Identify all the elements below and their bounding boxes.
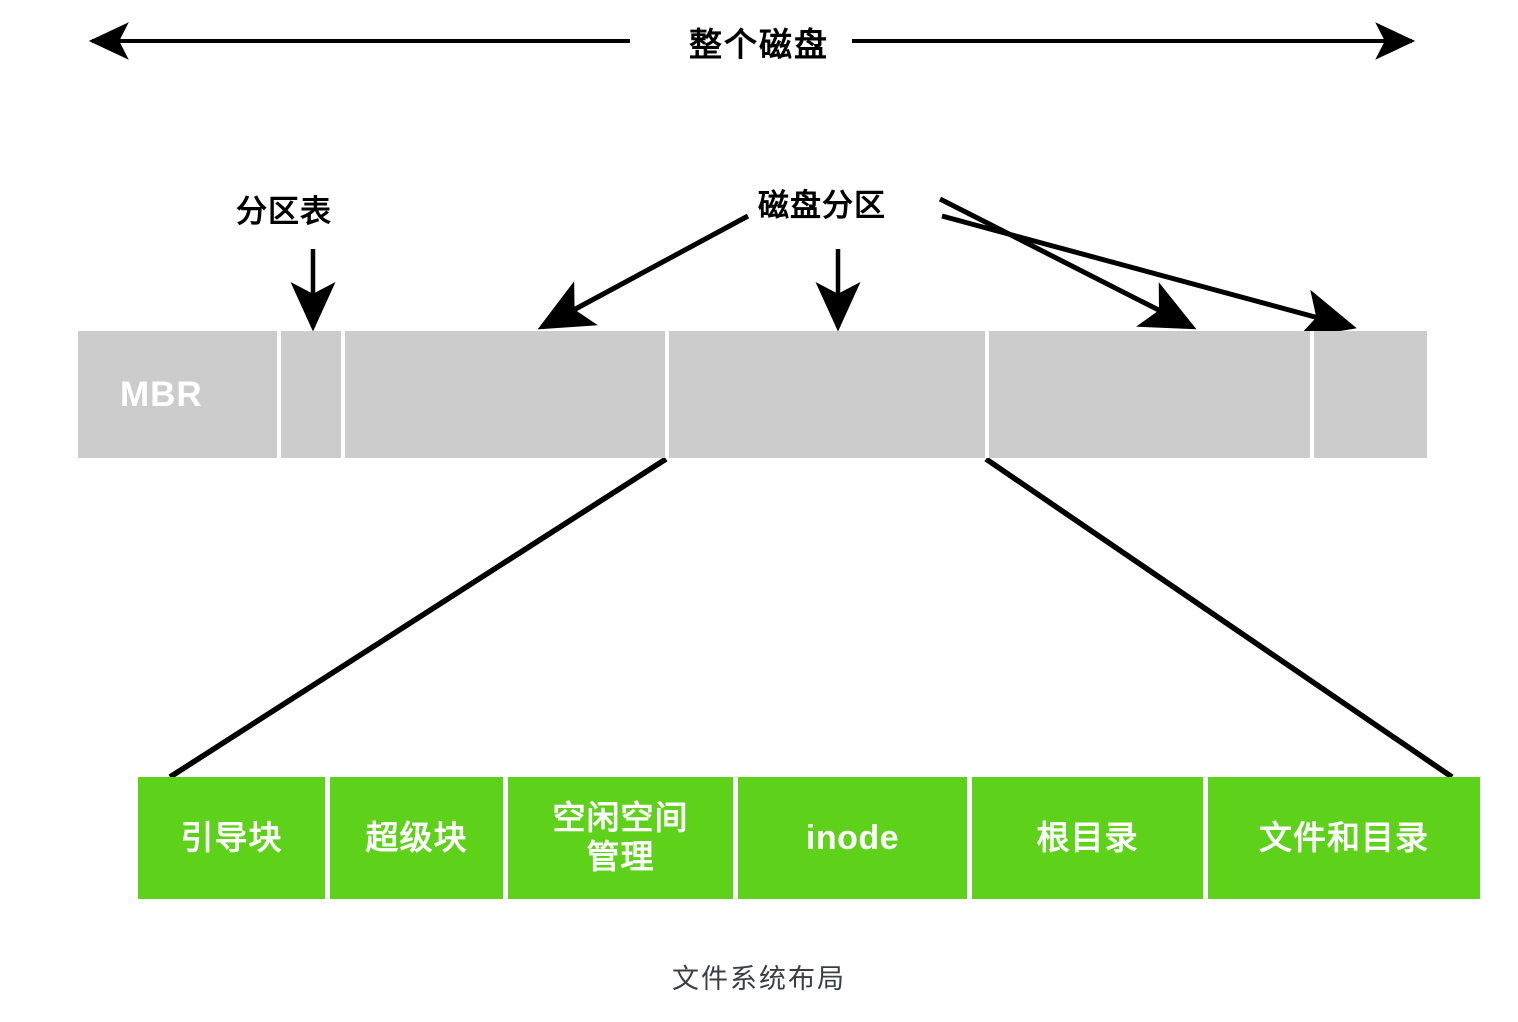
filesystem-bar: 引导块 超级块 空闲空间 管理 inode 根目录 文件和目录 xyxy=(138,777,1480,899)
disk-segment-mbr-label: MBR xyxy=(120,374,203,414)
disk-partition-label: 磁盘分区 xyxy=(758,188,886,223)
fs-segment-free-space-line2: 管理 xyxy=(586,838,655,875)
whole-disk-label: 整个磁盘 xyxy=(689,26,829,63)
disk-segment-partition-1[interactable] xyxy=(341,331,665,458)
disk-segment-partition-4[interactable] xyxy=(1310,331,1427,458)
disk-segment-partition-3[interactable] xyxy=(985,331,1310,458)
fs-segment-boot-block[interactable]: 引导块 xyxy=(138,777,325,899)
disk-segment-partition-table[interactable] xyxy=(277,331,341,458)
fs-segment-files-and-directories[interactable]: 文件和目录 xyxy=(1203,777,1480,899)
disk-segment-partition-2[interactable] xyxy=(665,331,985,458)
expansion-lines xyxy=(168,456,1454,780)
fs-segment-root-directory[interactable]: 根目录 xyxy=(967,777,1203,899)
partition-table-label: 分区表 xyxy=(236,194,332,229)
fs-segment-free-space-line1: 空闲空间 xyxy=(552,799,689,837)
fs-segment-super-block[interactable]: 超级块 xyxy=(325,777,503,899)
disk-bar: MBR xyxy=(78,331,1427,458)
fs-segment-free-space-management[interactable]: 空闲空间 管理 xyxy=(503,777,733,899)
diagram-caption: 文件系统布局 xyxy=(672,964,846,994)
disk-partition-pointers xyxy=(537,196,1357,339)
fs-segment-inode[interactable]: inode xyxy=(733,777,967,899)
disk-segment-mbr[interactable]: MBR xyxy=(78,331,277,458)
